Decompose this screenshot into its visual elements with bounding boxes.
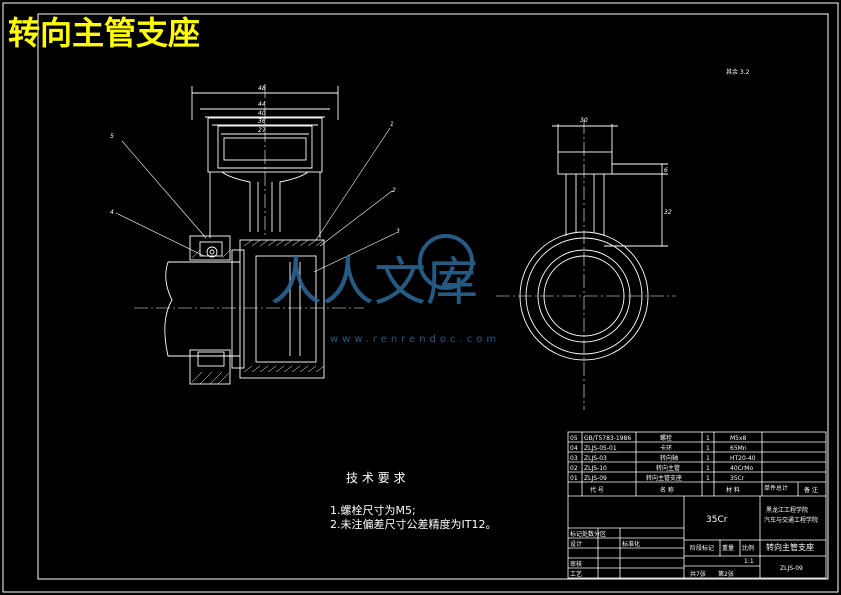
bom-r2-c0: 03 (570, 455, 578, 462)
bom-r4-c0: 01 (570, 475, 578, 482)
dim-side-32: 32 (664, 209, 672, 216)
label-design: 设计 (570, 540, 582, 548)
tech-req-heading: 技 术 要 求 (346, 471, 405, 485)
dim-side-30: 30 (580, 117, 588, 124)
dim-side-6: 6 (664, 167, 668, 174)
label-audit: 审核 (570, 560, 582, 568)
label-mark: 标记处数分区 (570, 530, 606, 538)
bom-r0-c1: GB/T5783-1986 (584, 435, 631, 442)
bom-r3-c1: ZLJS-10 (584, 465, 607, 472)
tech-req-item-2: 2.未注偏差尺寸公差精度为IT12。 (330, 517, 496, 531)
watermark-text: 人人文库 (270, 253, 478, 313)
drawing-title: 转向主管支座 (8, 14, 200, 52)
title-drawing-no: ZLJS-09 (780, 565, 803, 572)
center-lines (134, 84, 676, 410)
bom-r1-c1: ZLJS-05-01 (584, 445, 617, 452)
bom-r0-c2: 螺栓 (660, 434, 672, 442)
front-hatching (191, 239, 325, 385)
title-school: 黑龙江工程学院 (766, 506, 808, 514)
label-weight: 重量 (722, 544, 734, 552)
balloon-5: 5 (110, 133, 114, 140)
bom-r4-c2: 转向主管支座 (646, 474, 682, 482)
tech-req-item-1: 1.螺栓尺寸为M5; (330, 503, 416, 517)
bom-r3-c2: 转向主管 (656, 464, 680, 472)
bom-r4-c3: 1 (706, 475, 710, 482)
bom-r0-c3: 1 (706, 435, 710, 442)
bom-r4-c4: 35Cr (730, 475, 745, 482)
roughness-note: 其余 3.2 (726, 68, 750, 76)
bom-r0-c4: M5x8 (730, 435, 747, 442)
bom-r1-c2: 卡环 (660, 444, 672, 452)
bom-r3-c0: 02 (570, 465, 578, 472)
bom-header-weight: 单件总计 (764, 484, 788, 492)
bom-table: 05 GB/T5783-1986 螺栓 1 M5x8 04 ZLJS-05-01… (570, 434, 818, 494)
front-view (164, 86, 339, 385)
bom-r2-c3: 1 (706, 455, 710, 462)
label-sheet: 第2张 (718, 570, 734, 578)
bom-r2-c4: HT20-40 (730, 455, 756, 462)
dim-36: 36 (258, 118, 266, 125)
side-view (519, 124, 668, 361)
title-drawing-name: 转向主管支座 (766, 542, 814, 552)
bom-header-code: 代 号 (590, 486, 604, 494)
label-standard: 标准化 (622, 540, 640, 548)
leader-lines (115, 127, 397, 273)
bom-r0-c0: 05 (570, 435, 578, 442)
label-process: 工艺 (570, 570, 582, 578)
balloon-4: 4 (110, 209, 114, 216)
label-ratio: 比例 (742, 544, 754, 552)
bom-r2-c1: ZLJS-03 (584, 455, 607, 462)
watermark-logo: 人人文库 www.renrendoc.com (270, 234, 500, 345)
bom-r1-c0: 04 (570, 445, 578, 452)
watermark-url: www.renrendoc.com (330, 334, 500, 345)
dim-27: 27 (258, 127, 266, 134)
inner-border (37, 13, 829, 580)
title-dept: 汽车与交通工程学院 (764, 516, 818, 524)
bom-r3-c3: 1 (706, 465, 710, 472)
dim-48: 48 (258, 85, 266, 92)
title-block-text: 35Cr 黑龙江工程学院 汽车与交通工程学院 转向主管支座 ZLJS-09 标记… (570, 506, 818, 578)
dim-40: 40 (258, 110, 266, 117)
title-material: 35Cr (706, 515, 728, 525)
bom-r1-c3: 1 (706, 445, 710, 452)
balloon-1: 1 (390, 121, 394, 128)
balloon-3: 3 (396, 228, 400, 235)
bom-r1-c4: 65Mn (730, 445, 747, 452)
bom-header-name: 名 称 (660, 486, 674, 494)
dim-44: 44 (258, 101, 266, 108)
bom-r4-c1: ZLJS-09 (584, 475, 607, 482)
bom-header-material: 材 料 (726, 486, 740, 494)
label-sheets: 共7张 (690, 570, 706, 578)
label-stage: 阶段标记 (690, 544, 714, 552)
balloon-2: 2 (392, 187, 396, 194)
bom-header-remark: 备 注 (804, 486, 818, 494)
title-block-grid (567, 431, 827, 579)
label-ratio-value: 1:1 (744, 558, 754, 565)
bom-r2-c2: 转向轴 (660, 454, 678, 462)
bom-r3-c4: 40CrMo (730, 465, 753, 472)
